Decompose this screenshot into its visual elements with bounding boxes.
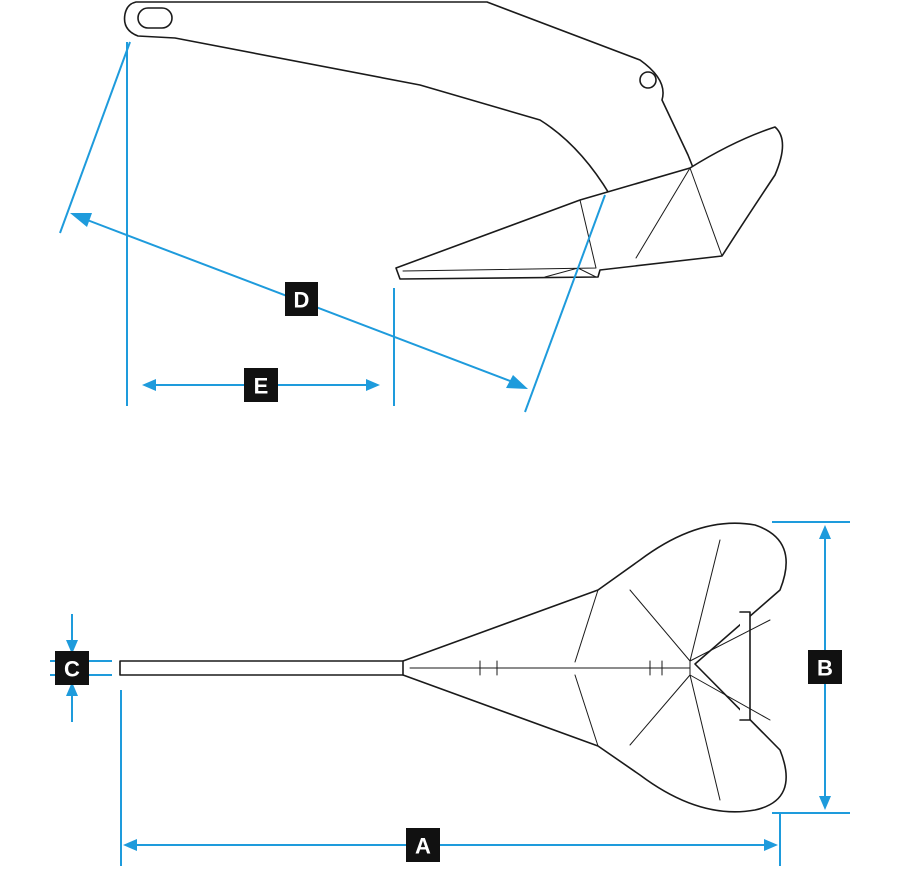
label-c: C bbox=[64, 657, 80, 682]
dimension-d-arrow-left bbox=[70, 213, 92, 227]
top-view-facet-lines bbox=[409, 539, 771, 801]
anchor-fluke-side bbox=[395, 126, 784, 280]
dimension-d-extension-right bbox=[524, 194, 606, 413]
fluke-facet-lines bbox=[402, 167, 723, 278]
dimension-d-arrow-right bbox=[506, 375, 528, 389]
anchor-shank-top bbox=[119, 660, 411, 676]
dimension-b-arrow-top bbox=[819, 525, 831, 539]
label-d: D bbox=[294, 288, 310, 313]
label-c-box bbox=[55, 651, 89, 685]
dimension-b: B bbox=[772, 521, 850, 814]
shank-hole bbox=[639, 71, 657, 89]
anchor-side-view bbox=[123, 1, 784, 280]
label-b: B bbox=[817, 656, 833, 681]
label-e: E bbox=[254, 374, 269, 399]
label-a: A bbox=[415, 834, 431, 859]
dimension-b-arrow-bottom bbox=[819, 796, 831, 810]
dimension-c: C bbox=[50, 614, 112, 722]
dimension-d: D bbox=[59, 41, 606, 413]
dimension-c-arrow-top bbox=[66, 640, 78, 654]
dimension-a-arrow-left bbox=[123, 839, 137, 851]
dimension-e-arrow-right bbox=[366, 379, 380, 391]
label-a-box bbox=[406, 828, 440, 862]
dimension-a-arrow-right bbox=[764, 839, 778, 851]
dimension-c-arrow-bottom bbox=[66, 682, 78, 696]
crown-bar bbox=[739, 611, 751, 721]
shank-slot bbox=[137, 7, 173, 29]
dimension-e-arrow-left bbox=[142, 379, 156, 391]
label-d-box bbox=[285, 282, 318, 316]
dimension-d-extension-left bbox=[59, 41, 131, 234]
dimension-a: A bbox=[120, 690, 781, 866]
anchor-top-view bbox=[119, 522, 787, 813]
label-e-box bbox=[244, 368, 278, 402]
label-b-box bbox=[808, 650, 842, 684]
dimension-e: E bbox=[126, 42, 395, 406]
anchor-shank-side bbox=[123, 1, 695, 196]
